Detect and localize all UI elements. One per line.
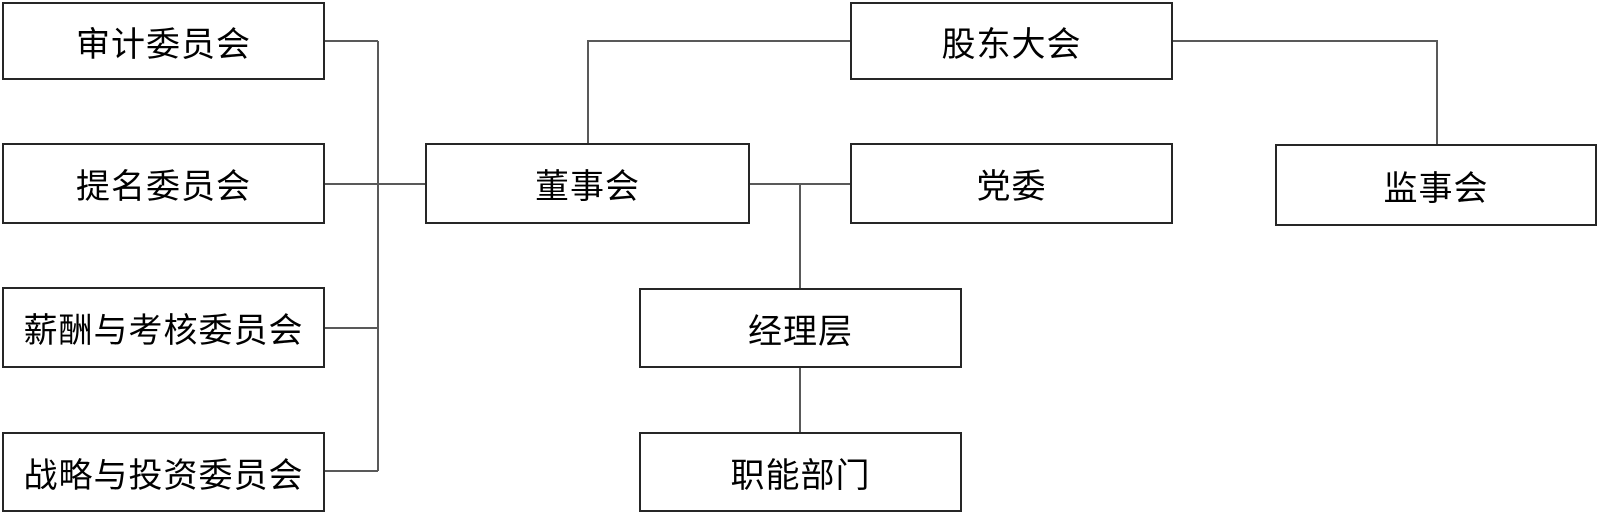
connector-shareholders-supervisory xyxy=(1173,40,1438,144)
node-management-level: 经理层 xyxy=(639,288,962,368)
node-audit-committee: 审计委员会 xyxy=(2,2,325,80)
node-supervisory-board: 监事会 xyxy=(1275,144,1597,226)
node-label: 提名委员会 xyxy=(76,168,251,206)
node-strategy-investment-committee: 战略与投资委员会 xyxy=(2,432,325,512)
node-party-committee: 党委 xyxy=(850,143,1173,224)
node-label: 党委 xyxy=(976,168,1047,206)
node-label: 战略与投资委员会 xyxy=(23,456,304,495)
node-label: 监事会 xyxy=(1383,169,1489,208)
node-functional-departments: 职能部门 xyxy=(639,432,962,512)
node-label: 审计委员会 xyxy=(76,25,251,64)
node-label: 薪酬与考核委员会 xyxy=(23,312,304,350)
node-shareholders-meeting: 股东大会 xyxy=(850,2,1173,80)
node-label: 经理层 xyxy=(748,312,853,351)
connector-shareholders-board xyxy=(587,40,850,143)
node-board-of-directors: 董事会 xyxy=(425,143,750,224)
node-label: 职能部门 xyxy=(730,456,871,495)
node-compensation-assessment-committee: 薪酬与考核委员会 xyxy=(2,287,325,368)
node-nomination-committee: 提名委员会 xyxy=(2,143,325,224)
node-label: 董事会 xyxy=(535,168,640,206)
node-label: 股东大会 xyxy=(941,25,1082,64)
